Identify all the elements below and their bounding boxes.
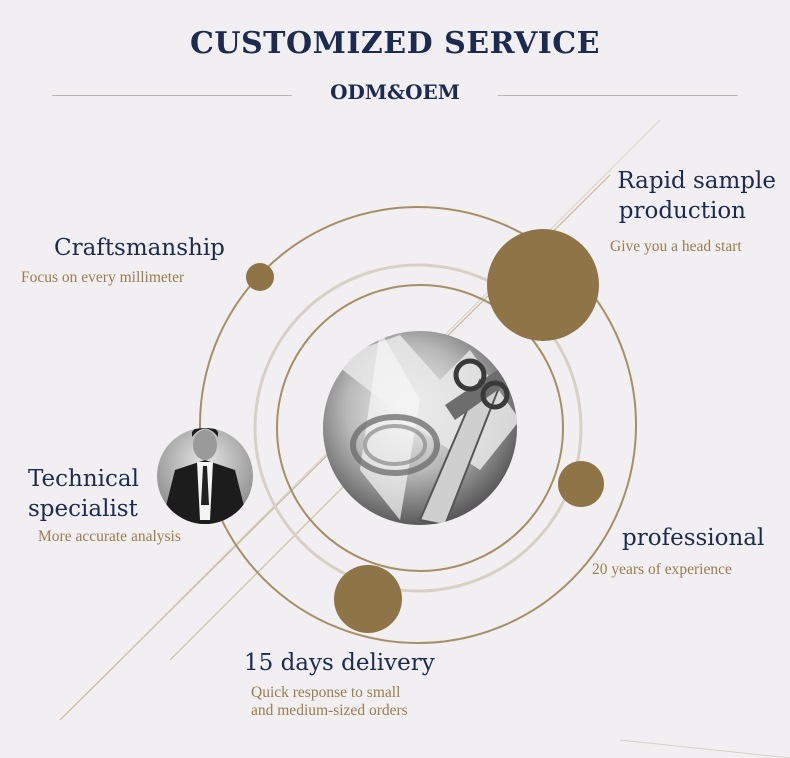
left-divider <box>52 95 292 96</box>
rapid-sample-title-line2: production <box>618 198 746 224</box>
page-subtitle: ODM&OEM <box>330 80 460 104</box>
delivery-subtitle-line2: and medium-sized orders <box>251 702 408 719</box>
professional-subtitle: 20 years of experience <box>592 561 732 578</box>
diagonal-line <box>619 739 790 758</box>
rapid-sample-title-line1: Rapid sample <box>617 168 776 194</box>
middle-orbit-ring <box>253 263 583 593</box>
technical-title: Technical specialist <box>28 464 139 524</box>
specialist-portrait <box>157 428 253 524</box>
craftsmanship-node <box>246 263 274 291</box>
rapid-sample-node <box>487 229 599 341</box>
professional-node <box>558 461 604 507</box>
rapid-sample-subtitle: Give you a head start <box>610 238 742 255</box>
craftsmanship-subtitle: Focus on every millimeter <box>21 269 185 286</box>
delivery-subtitle-line1: Quick response to small <box>251 684 401 701</box>
craftsmanship-title: Craftsmanship <box>54 235 225 261</box>
delivery-node <box>334 565 402 633</box>
page-title: CUSTOMIZED SERVICE <box>189 26 601 61</box>
technical-subtitle: More accurate analysis <box>38 528 181 545</box>
technical-title-line1: Technical <box>28 466 139 492</box>
delivery-subtitle: Quick response to small and medium-sized… <box>251 684 408 720</box>
outer-orbit-ring <box>199 206 637 644</box>
inner-orbit-ring <box>276 284 564 572</box>
rapid-sample-title: Rapid sample production <box>617 166 776 226</box>
professional-title: professional <box>622 525 765 551</box>
delivery-title: 15 days delivery <box>244 650 435 676</box>
technical-title-line2: specialist <box>28 496 138 522</box>
diagonal-line <box>169 469 361 661</box>
right-divider <box>498 95 738 96</box>
tailoring-photo <box>323 331 517 525</box>
